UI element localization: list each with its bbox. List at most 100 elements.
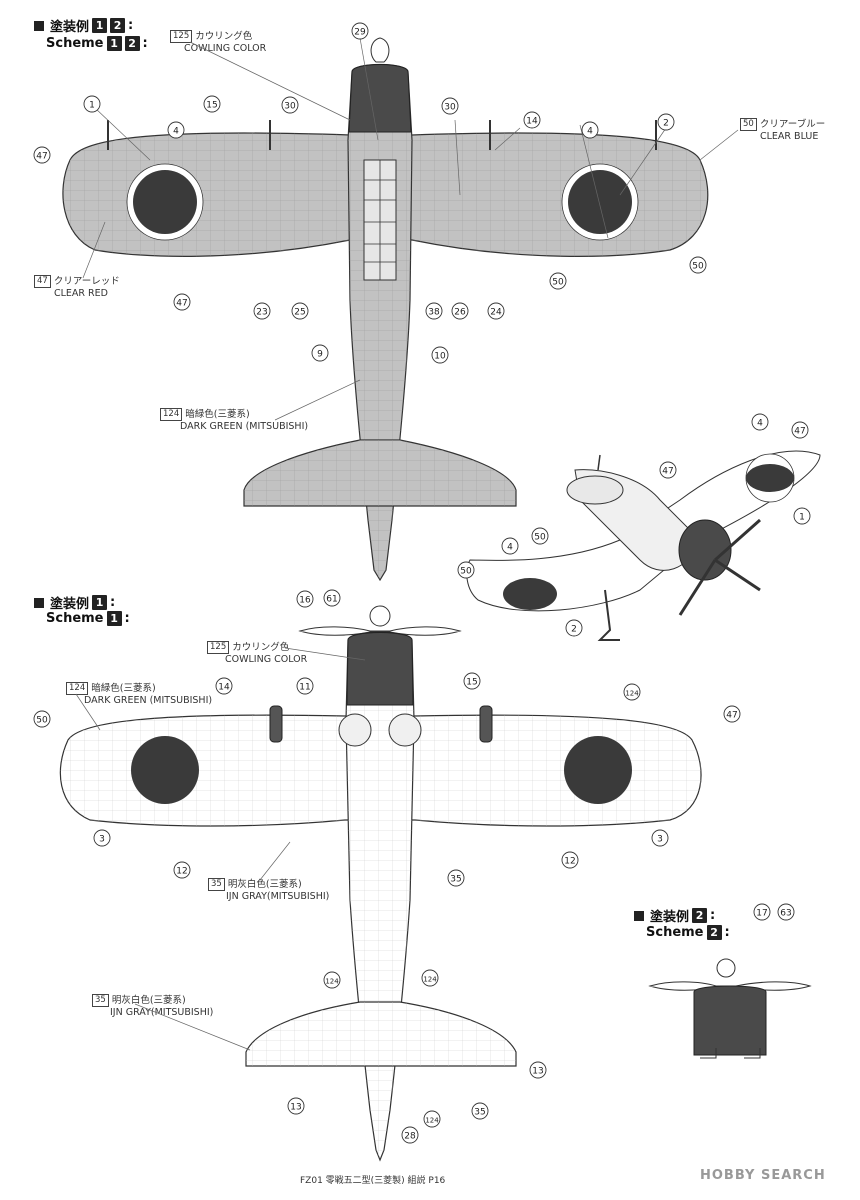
callout-number-124: 124: [623, 683, 641, 701]
callout-number-text: 12: [564, 857, 575, 867]
callout-number-30: 30: [441, 97, 459, 115]
callout-circle: [723, 705, 741, 723]
callout-number-text: 4: [507, 543, 513, 553]
callout-circle: [33, 710, 51, 728]
callout-number-124: 124: [323, 971, 341, 989]
callout-number-text: 47: [794, 427, 805, 437]
callout-circle: [561, 851, 579, 869]
callout-number-text: 11: [299, 683, 310, 693]
callout-circle: [253, 302, 271, 320]
callout-number-30: 30: [281, 96, 299, 114]
callout-number-text: 9: [317, 350, 323, 360]
callout-number-50: 50: [689, 256, 707, 274]
callout-circle: [33, 146, 51, 164]
callout-circle: [287, 1097, 305, 1115]
callout-number-text: 38: [428, 308, 440, 318]
callout-number-text: 124: [325, 978, 339, 986]
callout-number-14: 14: [523, 111, 541, 129]
callout-number-text: 29: [354, 28, 366, 38]
callout-circle: [311, 344, 329, 362]
callout-circle: [323, 589, 341, 607]
callout-number-3: 3: [651, 829, 669, 847]
perspective-view-aircraft: [466, 450, 821, 641]
callout-circle: [777, 903, 795, 921]
callout-number-text: 17: [756, 909, 767, 919]
callout-number-text: 12: [176, 867, 187, 877]
callout-circle: [549, 272, 567, 290]
callout-number-1: 1: [83, 95, 101, 113]
callout-circle: [463, 672, 481, 690]
callout-number-4: 4: [501, 537, 519, 555]
callout-number-text: 3: [99, 835, 105, 845]
callout-circle: [281, 96, 299, 114]
callout-number-50: 50: [457, 561, 475, 579]
callout-number-text: 4: [587, 127, 593, 137]
callout-circle: [167, 121, 185, 139]
callout-number-text: 1: [799, 513, 805, 523]
callout-number-text: 13: [532, 1067, 543, 1077]
bottom-view-aircraft: [59, 605, 702, 1162]
callout-number-text: 2: [571, 625, 577, 635]
callout-number-text: 14: [526, 117, 538, 127]
callout-number-2: 2: [565, 619, 583, 637]
callout-number-text: 24: [490, 308, 502, 318]
callout-circle: [659, 461, 677, 479]
callout-number-text: 10: [434, 352, 446, 362]
callout-circle: [751, 413, 769, 431]
watermark: HOBBY SEARCH: [700, 1168, 826, 1183]
callout-number-text: 50: [36, 716, 48, 726]
callout-circle: [487, 302, 505, 320]
callout-number-12: 12: [173, 861, 191, 879]
callout-circle: [431, 346, 449, 364]
top-view-aircraft: [62, 37, 709, 582]
callout-number-1: 1: [793, 507, 811, 525]
callout-circle: [83, 95, 101, 113]
callout-circle: [501, 537, 519, 555]
callout-number-text: 15: [206, 101, 217, 111]
callout-number-11: 11: [296, 677, 314, 695]
page-footer: FZ01 零戦五二型(三菱製) 組説 P16: [300, 1176, 446, 1186]
callout-circle: [623, 683, 641, 701]
callout-number-35: 35: [447, 869, 465, 887]
scheme-header-mid: 塗装例 1:: [34, 593, 115, 612]
callout-circle: [441, 97, 459, 115]
callout-number-text: 28: [404, 1132, 416, 1142]
callout-circle: [753, 903, 771, 921]
callout-number-text: 47: [662, 467, 673, 477]
callout-number-124: 124: [423, 1110, 441, 1128]
callout-circle: [651, 829, 669, 847]
callout-number-text: 4: [757, 419, 763, 429]
callout-number-text: 15: [466, 678, 477, 688]
callout-number-26: 26: [451, 302, 469, 320]
callout-number-17: 17: [753, 903, 771, 921]
callout-number-28: 28: [401, 1126, 419, 1144]
callout-number-text: 1: [89, 101, 95, 111]
callout-circle: [451, 302, 469, 320]
callout-circle: [471, 1102, 489, 1120]
cowling-detail-view: [648, 958, 812, 1059]
callout-circle: [581, 121, 599, 139]
callout-circle: [531, 527, 549, 545]
callout-circle: [793, 507, 811, 525]
leader-lines: [75, 37, 739, 1051]
callout-circle: [296, 677, 314, 695]
callout-circle: [401, 1126, 419, 1144]
callout-circle: [457, 561, 475, 579]
callout-number-35: 35: [471, 1102, 489, 1120]
callout-number-47: 47: [791, 421, 809, 439]
callout-number-47: 47: [173, 293, 191, 311]
scheme-label-mid: Scheme 1:: [46, 611, 130, 626]
callout-number-29: 29: [351, 22, 369, 40]
callout-number-text: 124: [425, 1117, 439, 1125]
callout-number-text: 50: [552, 278, 564, 288]
callout-circle: [296, 590, 314, 608]
callout-number-text: 14: [218, 683, 230, 693]
callout-number-4: 4: [751, 413, 769, 431]
callout-circle: [173, 861, 191, 879]
